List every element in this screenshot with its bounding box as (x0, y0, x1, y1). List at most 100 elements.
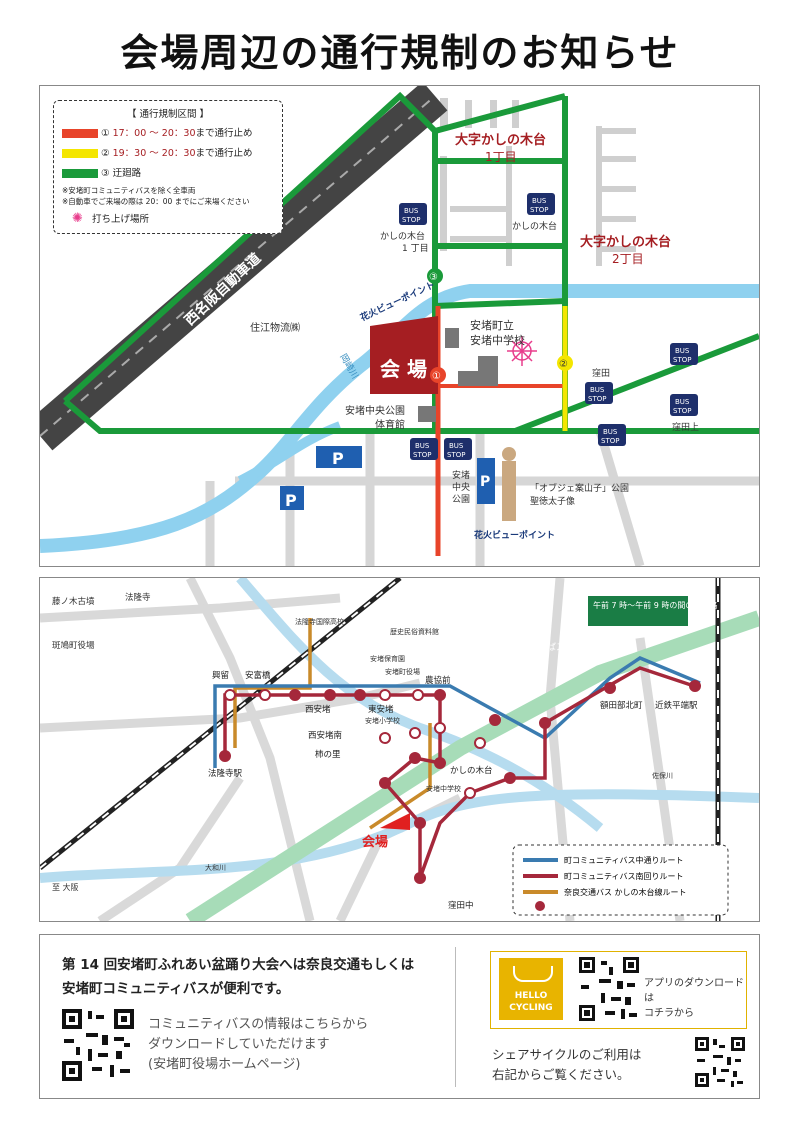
svg-text:町コミュニティバス中通りルート: 町コミュニティバス中通りルート (564, 855, 684, 865)
place-town-office: 安堵町役場 (385, 667, 420, 676)
svg-text:③: ③ (429, 272, 438, 283)
bus-route-map: 会場 午前 7 時〜午前 9 時の間の迂廻路 藤ノ木古墳 法隆寺 斑鳩町役場 法… (39, 577, 760, 922)
hello-cycling-logo: HELLO CYCLING (499, 958, 563, 1020)
place-horyuji-ic: 法隆寺 IC (180, 881, 219, 893)
middle-route (213, 656, 701, 768)
svg-text:STOP: STOP (530, 206, 548, 214)
legend-item-3: ③ 迂廻路 (62, 165, 141, 179)
stop-anpukubashi: 安富橋 (245, 670, 271, 681)
svg-text:BUS: BUS (675, 398, 690, 406)
stop-kashinokidai: かしの木台 (450, 765, 493, 776)
hello-cycling-box: HELLO CYCLING アプリのダウンロードは コチラから (490, 951, 747, 1029)
stop-label-kashi: かしの木台 (512, 220, 557, 232)
svg-text:STOP: STOP (601, 437, 619, 445)
place-nursery: 安堵保育園 (370, 654, 405, 663)
place-horyuji: 法隆寺 (125, 592, 151, 603)
stop-label-kubota: 窪田 (592, 367, 610, 379)
svg-text:STOP: STOP (402, 216, 420, 224)
svg-text:STOP: STOP (673, 407, 691, 415)
svg-text:STOP: STOP (413, 451, 431, 459)
road-closure-map-svg: 西名阪自動車道 会 場 大字かしの木台 1丁目 大字かしの木台 2丁目 安堵町立… (40, 86, 759, 566)
legend-heading: 【 通行規制区間 】 (126, 109, 210, 120)
access-headline: 第 14 回安堵町ふれあい盆踊り大会へは奈良交通もしくは 安堵町コミュニティバス… (62, 957, 415, 997)
expressway-2 (185, 610, 759, 921)
svg-text:BUS: BUS (532, 197, 547, 205)
marker-1: ① (430, 367, 446, 383)
stop-label-kashi1-sub: 1 丁目 (402, 243, 429, 254)
detour-box: 午前 7 時〜午前 9 時の間の迂廻路 (588, 596, 717, 626)
school-label-2: 安堵中学校 (470, 333, 525, 347)
stop-okitome: 興留 (212, 670, 229, 681)
gym-label-2: 体育館 (375, 418, 405, 431)
statue-icon (502, 461, 516, 521)
svg-text:BUS: BUS (449, 442, 464, 450)
road-closure-map: 西名阪自動車道 会 場 大字かしの木台 1丁目 大字かしの木台 2丁目 安堵町立… (39, 85, 760, 567)
legend-item-1: ① 17：00 〜 20：30まで通行止め (62, 125, 253, 139)
svg-text:STOP: STOP (673, 356, 691, 364)
school-label: 安堵町立 (470, 318, 514, 332)
venue-label: 会 場 (380, 357, 427, 381)
place-junior-high: 安堵中学校 (426, 784, 461, 793)
divider (455, 947, 456, 1087)
route-legend: 町コミュニティバス中通りルート 町コミュニティバス南回りルート 奈良交通バス か… (512, 844, 729, 916)
place-kokusai: 法隆寺国際高校 (295, 617, 344, 626)
statue-label-2: 聖徳太子像 (530, 495, 575, 507)
park-label-1: 安堵 (452, 469, 470, 481)
parking-icons: P P P (280, 446, 495, 510)
share-cycle-qr[interactable] (695, 1037, 745, 1087)
place-elementary: 安堵小学校 (365, 716, 400, 725)
svg-text:STOP: STOP (447, 451, 465, 459)
place-fujinoki: 藤ノ木古墳 (52, 596, 95, 607)
svg-text:BUS: BUS (675, 347, 690, 355)
district1-label: 大字かしの木台 (455, 132, 546, 148)
marker-3: ③ (427, 268, 443, 284)
svg-text:P: P (332, 449, 344, 468)
venue-label-2: 会場 (362, 834, 388, 850)
bus-route-map-svg: 会場 午前 7 時〜午前 9 時の間の迂廻路 藤ノ木古墳 法隆寺 斑鳩町役場 法… (40, 578, 759, 921)
svg-text:BUS: BUS (590, 386, 605, 394)
nara-kotsu-route (233, 618, 432, 830)
svg-text:BUS: BUS (415, 442, 430, 450)
share-cycle-text: シェアサイクルのご利用は 右記からご覧ください。 (492, 1047, 642, 1082)
marker-2: ② (557, 355, 573, 371)
stop-horyuji-station: 法隆寺駅 (208, 768, 243, 779)
fireworks-marker (507, 336, 537, 366)
svg-text:町コミュニティバス南回りルート: 町コミュニティバス南回りルート (564, 871, 684, 881)
community-bus-qr[interactable] (62, 1009, 134, 1081)
legend-item-2: ② 19：30 〜 20：30まで通行止め (62, 145, 253, 159)
legend-note-2: ※自動車でご来場の際は 20：00 までにご来場ください (62, 197, 250, 206)
district2-sub: 2丁目 (612, 252, 644, 266)
park-label-2: 中央 (452, 481, 470, 493)
svg-text:①: ① (432, 371, 441, 382)
stop-label-kashi1: かしの木台 (380, 230, 425, 242)
place-ikaruga: 斑鳩町役場 (52, 640, 95, 651)
svg-text:P: P (480, 474, 490, 490)
place-museum: 歴史民俗資料館 (390, 627, 439, 636)
statue-label: 「オブジェ案山子」公園 (530, 482, 629, 494)
stop-label-kubotaue: 窪田上 (672, 421, 699, 433)
district2-label: 大字かしの木台 (580, 234, 671, 250)
stop-nishi-ando: 西安堵 (305, 704, 331, 715)
access-info: 第 14 回安堵町ふれあい盆踊り大会へは奈良交通もしくは 安堵町コミュニティバス… (39, 934, 760, 1099)
venue-marker (380, 813, 410, 830)
place-saho: 佐保川 (652, 771, 673, 780)
gym-label: 安堵中央公園 (345, 404, 405, 417)
community-bus-text: コミュニティバスの情報はこちらから ダウンロードしていただけます (安堵町役場ホ… (148, 1017, 369, 1072)
legend-fireworks: ✺ 打ち上げ場所 (72, 211, 149, 226)
place-smart-ic: 大和まほろばスマート (502, 641, 592, 653)
svg-text:P: P (285, 491, 297, 510)
svg-text:STOP: STOP (588, 395, 606, 403)
app-download-text: アプリのダウンロードは コチラから (644, 978, 744, 1019)
app-download-qr[interactable] (579, 957, 639, 1021)
stop-nishi-ando-minami: 西安堵南 (308, 730, 342, 741)
stop-hirahata-kintetsu: 近鉄平端駅 (655, 700, 698, 711)
stop-nukatabe: 額田部北町 (600, 700, 643, 711)
expressway (40, 86, 448, 451)
stop-kubotanaka: 窪田中 (448, 900, 474, 911)
stop-kakinosato: 柿の里 (315, 749, 341, 760)
svg-text:②: ② (559, 359, 568, 370)
page-title: 会場周辺の通行規制のお知らせ (120, 31, 680, 75)
place-yamato: 大和川 (205, 863, 226, 872)
svg-text:午前 7 時〜午前 9 時の間の迂廻路: 午前 7 時〜午前 9 時の間の迂廻路 (593, 600, 717, 610)
